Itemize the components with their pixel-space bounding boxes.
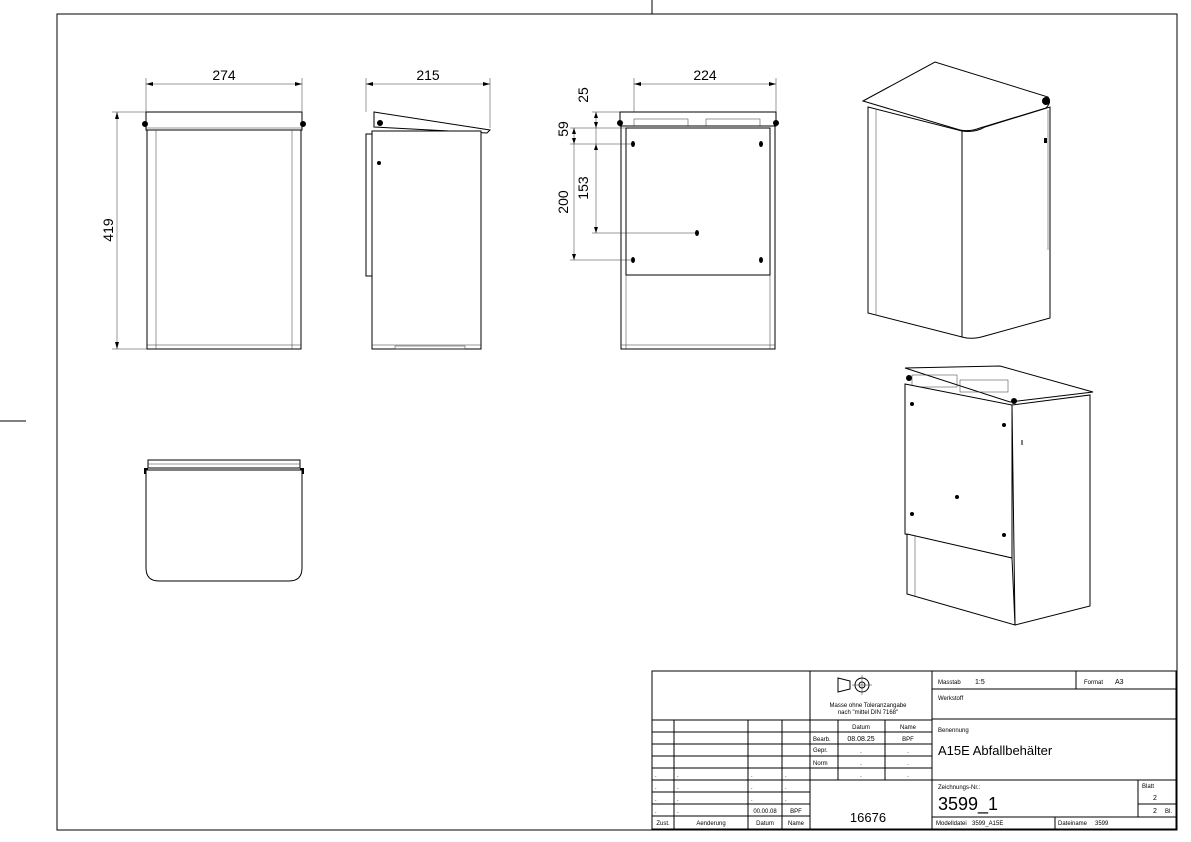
- rev-dot: .: [655, 785, 657, 791]
- file-name-label: Dateiname: [1058, 821, 1088, 827]
- dim-back-200: 200: [555, 190, 571, 214]
- col-name-header: Name: [900, 725, 917, 731]
- rev-col-name: Name: [788, 821, 805, 827]
- sheet-total-suffix: Bl.: [1165, 809, 1172, 815]
- model-file-label: Modelldatei: [936, 821, 967, 827]
- edited-name: BPF: [902, 737, 914, 743]
- rev-dot: .: [785, 785, 787, 791]
- rev-col-change: Aenderung: [696, 821, 725, 827]
- rev-dot: .: [677, 773, 679, 779]
- model-file-value: 3599_A15E: [972, 821, 1003, 827]
- sheet-label: Blatt: [1142, 784, 1154, 790]
- rev-col-state: Zust.: [656, 821, 670, 827]
- rev-dot: .: [785, 773, 787, 779]
- norm-date: .: [860, 761, 862, 767]
- drawing-number: 16676: [850, 810, 886, 825]
- drawing-no-value: 3599_1: [938, 794, 998, 815]
- designation-label: Benennung: [938, 728, 969, 734]
- back-view: 224 25 59 153 200: [555, 67, 779, 350]
- dim-front-height: 419: [100, 218, 116, 242]
- row-edited-label: Bearb.: [813, 737, 831, 743]
- dim-front-width: 274: [212, 67, 236, 83]
- rev-date: 00.00.08: [753, 809, 777, 815]
- format-label: Format: [1084, 680, 1103, 686]
- front-view: 274 419: [100, 67, 306, 350]
- rev-name: BPF: [790, 809, 802, 815]
- isometric-view-rear: [904, 365, 1094, 626]
- rev-col-date: Datum: [756, 821, 774, 827]
- side-view: 215: [365, 67, 492, 350]
- row-extra-date: .: [860, 773, 862, 779]
- rev-dot: .: [751, 785, 753, 791]
- isometric-view-front: [861, 61, 1051, 339]
- material-label: Werkstoff: [938, 696, 963, 702]
- rev-dot: .: [785, 797, 787, 803]
- drawing-frame: [0, 0, 1178, 831]
- tolerance-note-line1: Masse ohne Toleranzangabe: [830, 703, 908, 709]
- drawing-no-label: Zeichnungs-Nr.:: [938, 785, 981, 791]
- sheet-total: 2: [1153, 808, 1157, 815]
- rev-dot: .: [677, 797, 679, 803]
- top-view: [144, 459, 304, 582]
- row-extra-name: .: [907, 773, 909, 779]
- file-name-value: 3599: [1095, 821, 1109, 827]
- scale-value: 1:5: [975, 679, 985, 686]
- title-block: Masse ohne Toleranzangabe nach "mittel D…: [651, 670, 1177, 830]
- dim-back-59: 59: [555, 121, 571, 137]
- rev-dot: .: [655, 797, 657, 803]
- rev-dot: .: [677, 809, 679, 815]
- col-date-header: Datum: [852, 725, 870, 731]
- dim-back-width: 224: [693, 67, 717, 83]
- rev-dot: .: [655, 809, 657, 815]
- dim-back-153: 153: [575, 176, 591, 200]
- checked-name: .: [907, 749, 909, 755]
- projection-symbol-icon: [837, 675, 872, 695]
- rev-dot: .: [655, 773, 657, 779]
- row-checked-label: Gepr.: [813, 748, 828, 754]
- dim-side-depth: 215: [416, 67, 440, 83]
- rev-dot: .: [751, 797, 753, 803]
- sheet-value: 2: [1153, 795, 1157, 802]
- row-norm-label: Norm: [813, 761, 828, 767]
- edited-date: 08.08.25: [847, 736, 874, 743]
- norm-name: .: [907, 761, 909, 767]
- format-value: A3: [1115, 679, 1124, 686]
- scale-label: Masstab: [938, 680, 961, 686]
- checked-date: .: [860, 749, 862, 755]
- dim-back-25: 25: [575, 87, 591, 103]
- tolerance-note-line2: nach "mittel DIN 7168": [838, 710, 898, 716]
- rev-dot: .: [751, 773, 753, 779]
- rev-dot: .: [677, 785, 679, 791]
- designation-value: A15E Abfallbehälter: [938, 743, 1053, 758]
